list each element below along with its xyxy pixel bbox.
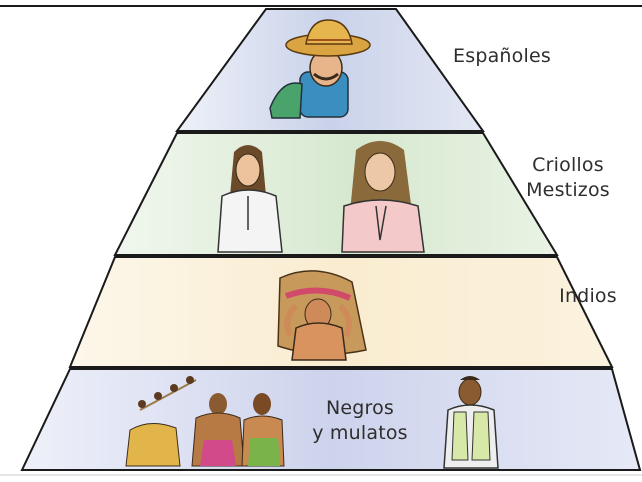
criollo-mestizo-people-icon <box>217 141 425 253</box>
level-label-espanoles: Españoles <box>453 45 551 67</box>
spanish-man-hat-icon <box>269 19 371 119</box>
enslaved-workers-icon <box>125 376 499 469</box>
indigenous-worker-carrying-load-icon <box>277 270 367 361</box>
tier-2-band <box>113 132 559 256</box>
level-label-negros-mulatos: Negros y mulatos <box>312 397 408 444</box>
level-label-criollos-mestizos: Criollos Mestizos <box>526 154 610 201</box>
level-label-indios: Indios <box>559 285 617 307</box>
